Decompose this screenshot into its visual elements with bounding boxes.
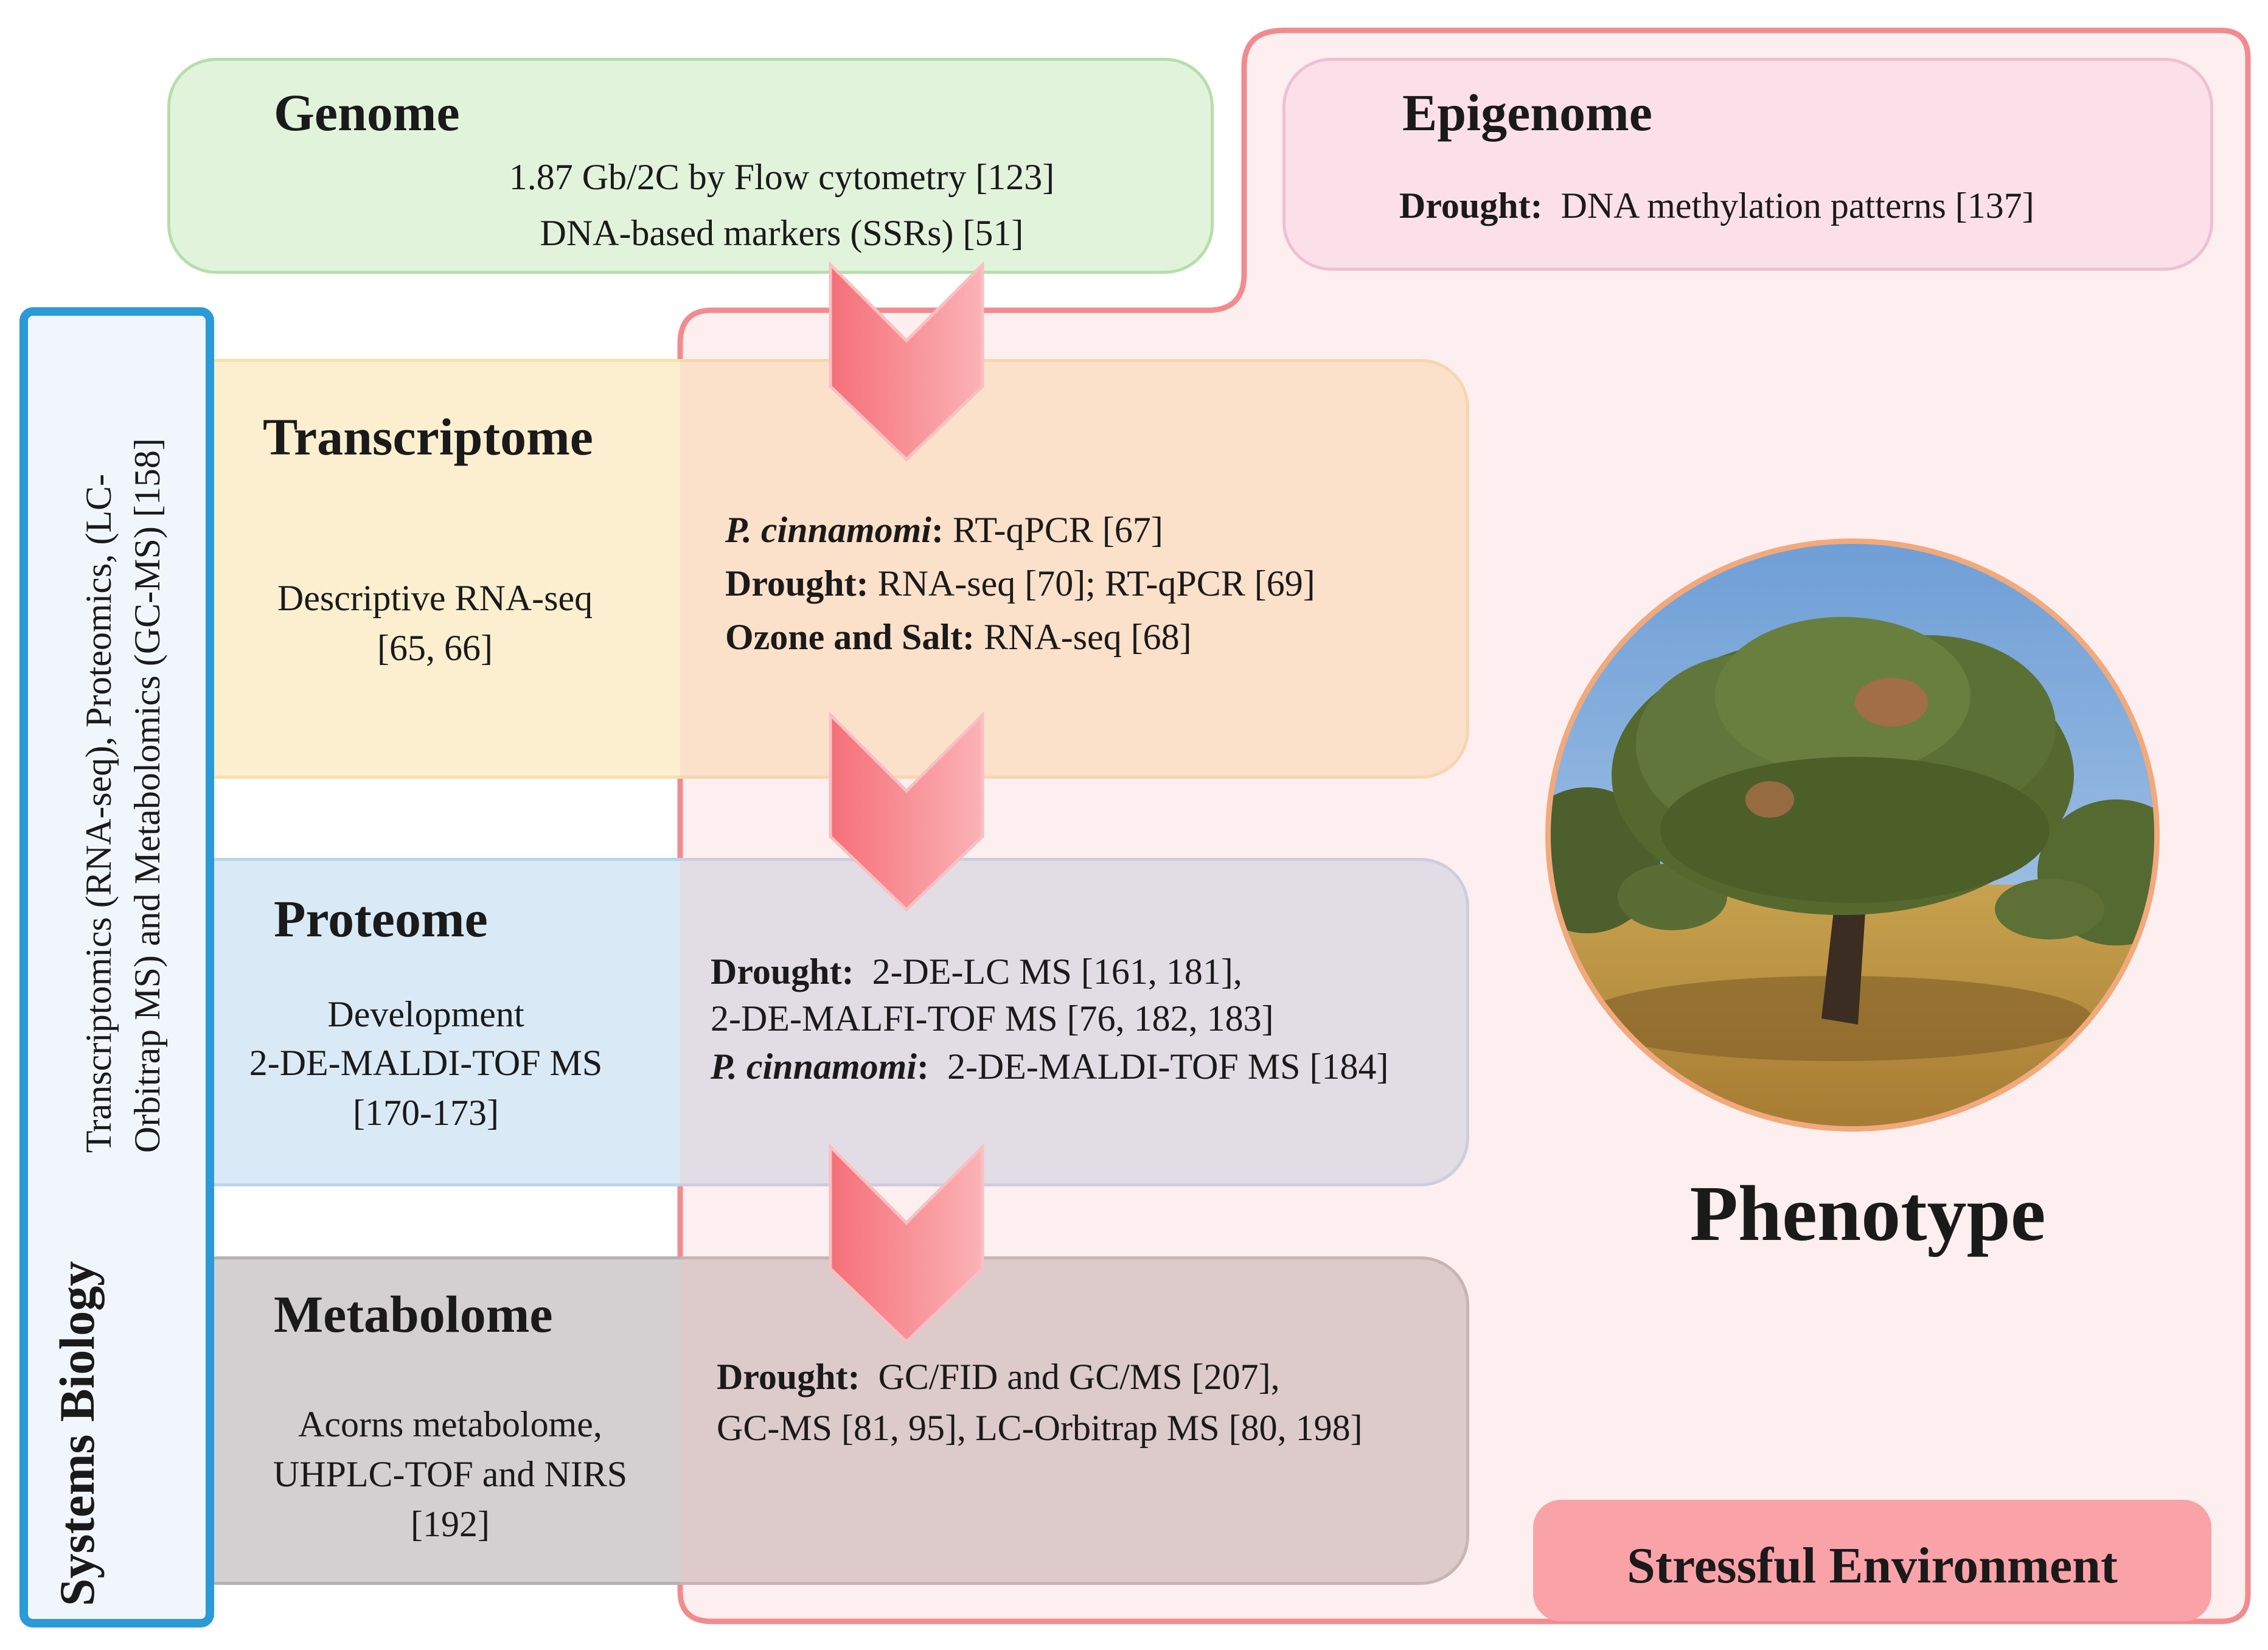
stressful-environment-label: Stressful Environment [1627, 1537, 2118, 1594]
epigenome-title: Epigenome [1402, 83, 1652, 142]
transcriptome-box [167, 359, 1469, 779]
proteome-stress-2: 2-DE-MALFI-TOF MS [76, 182, 183] [711, 998, 1274, 1039]
stress-text: RNA-seq [68] [975, 617, 1192, 657]
stress-sep: : [931, 510, 944, 550]
cork-oak-tree-image [1545, 538, 2160, 1132]
genome-line-2: DNA-based markers (SSRs) [51] [540, 213, 1024, 253]
stressful-environment-badge [1533, 1500, 2211, 1621]
systems-biology-desc-line-2: Orbitrap MS) and Metabolomics (GC-MS) [1… [127, 438, 167, 1153]
proteome-desc-2: 2-DE-MALDI-TOF MS [249, 1043, 603, 1083]
proteome-stress-3: P. cinnamomi: 2-DE-MALDI-TOF MS [184] [711, 1042, 1388, 1091]
epigenome-box [1282, 58, 2213, 271]
epigenome-label: Drought: [1399, 186, 1543, 226]
metabolome-stress-2: GC-MS [81, 95], LC-Orbitrap MS [80, 198] [717, 1408, 1363, 1448]
metabolome-stress-1: Drought: GC/FID and GC/MS [207], [717, 1352, 1280, 1402]
stress-label: Drought: [711, 952, 854, 992]
transcriptome-stress-1: P. cinnamomi: RT-qPCR [67] [725, 505, 1163, 555]
systems-biology-desc-line-1: Transcriptomics (RNA-seq), Proteomics, (… [78, 474, 119, 1153]
stress-label: Drought: [725, 563, 869, 604]
transcriptome-desc-2: [65, 66] [377, 628, 493, 668]
metabolome-stress-area [680, 1256, 1469, 1585]
phenotype-label: Phenotype [1689, 1170, 2046, 1258]
arrow-transcriptome-to-proteome [829, 712, 984, 912]
systems-biology-desc: Transcriptomics (RNA-seq), Proteomics, (… [74, 438, 172, 1153]
transcriptome-title: Transcriptome [263, 408, 593, 466]
stress-label: Ozone and Salt: [725, 617, 975, 657]
proteome-box [163, 858, 1469, 1186]
metabolome-box [169, 1256, 1469, 1585]
transcriptome-stress-2: Drought: RNA-seq [70]; RT-qPCR [69] [725, 559, 1315, 608]
metabolome-desc-3: [192] [411, 1504, 490, 1544]
stress-label: P. cinnamomi [725, 510, 931, 550]
epigenome-line: Drought: DNA methylation patterns [137] [1399, 181, 2034, 231]
genome-line-1: 1.87 Gb/2C by Flow cytometry [123] [509, 157, 1055, 197]
systems-biology-title: Systems Biology [49, 1261, 105, 1606]
proteome-stress-area [680, 858, 1469, 1186]
stress-text: GC/FID and GC/MS [207], [878, 1357, 1280, 1397]
genome-title: Genome [274, 83, 460, 142]
stress-text: RT-qPCR [67] [943, 510, 1163, 550]
arrow-genome-to-transcriptome [829, 262, 984, 462]
proteome-title: Proteome [274, 889, 488, 948]
stress-text: 2-DE-MALDI-TOF MS [184] [947, 1046, 1389, 1087]
proteome-stress-1: Drought: 2-DE-LC MS [161, 181], [711, 947, 1242, 997]
systems-biology-panel [19, 307, 214, 1627]
proteome-desc-1: Development [327, 994, 524, 1034]
stress-label: P. cinnamomi [711, 1046, 917, 1087]
metabolome-desc-2: UHPLC-TOF and NIRS [273, 1454, 628, 1494]
metabolome-title: Metabolome [274, 1285, 553, 1343]
tree-illustration [1551, 544, 2154, 1126]
stress-sep: : [916, 1046, 929, 1087]
transcriptome-stress-3: Ozone and Salt: RNA-seq [68] [725, 612, 1192, 662]
stress-label: Drought: [717, 1357, 860, 1397]
stress-text: RNA-seq [70]; RT-qPCR [69] [868, 563, 1315, 604]
stress-text: 2-DE-LC MS [161, 181], [872, 952, 1242, 992]
proteome-desc-3: [170-173] [353, 1093, 499, 1133]
epigenome-text: DNA methylation patterns [137] [1560, 186, 2034, 226]
arrow-proteome-to-metabolome [829, 1144, 984, 1344]
transcriptome-stress-area [680, 359, 1469, 779]
transcriptome-desc-1: Descriptive RNA-seq [277, 578, 593, 618]
genome-box [167, 58, 1214, 274]
metabolome-desc-1: Acorns metabolome, [298, 1404, 602, 1444]
